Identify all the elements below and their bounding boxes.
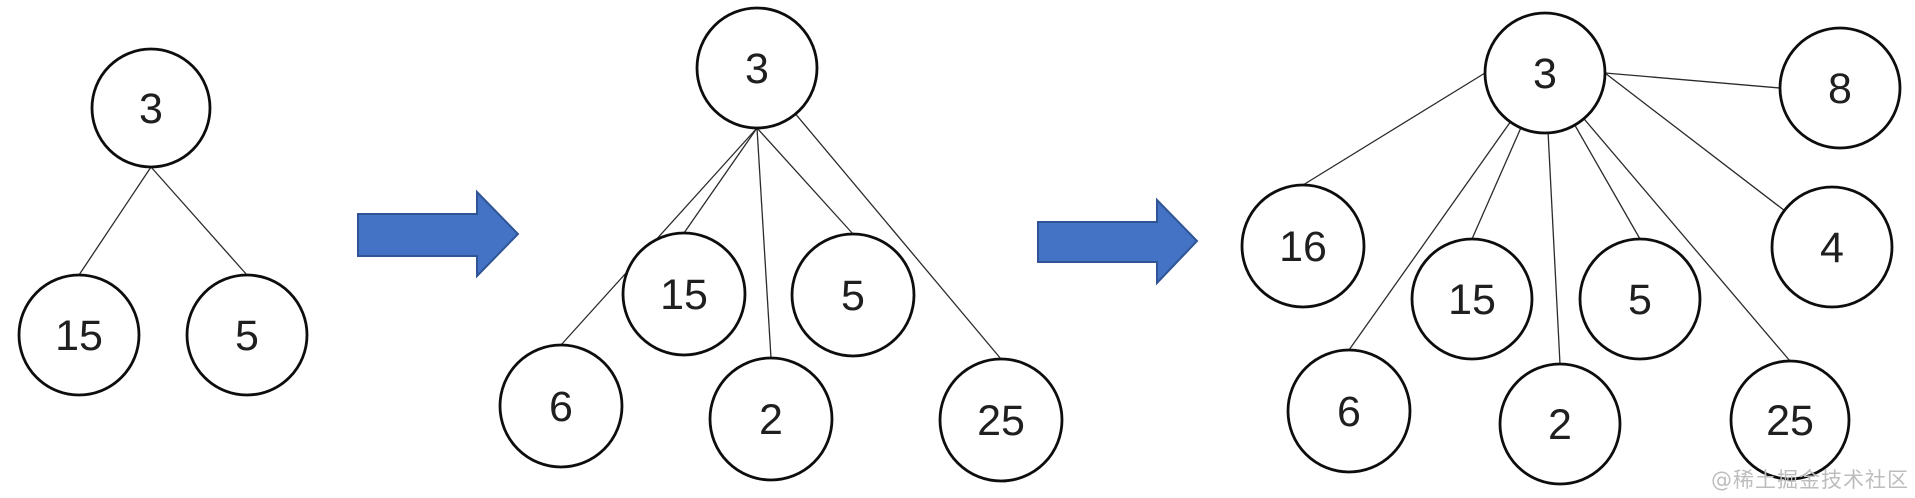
tree-edge-n3-n6 bbox=[560, 127, 758, 346]
tree-edge-n3-n25 bbox=[1544, 72, 1791, 362]
tree-node-circle-n4 bbox=[1770, 185, 1894, 309]
tree-node-circle-n16 bbox=[1240, 183, 1366, 309]
tree-node-label-n3: 3 bbox=[139, 85, 163, 133]
tree-node-circle-n5 bbox=[790, 232, 916, 358]
tree-node-circle-n3 bbox=[90, 47, 212, 169]
tree-edge-n3-n2 bbox=[756, 127, 772, 359]
tree-node-circle-n25 bbox=[1729, 359, 1851, 481]
tree-node-circle-n2 bbox=[1498, 362, 1622, 486]
tree-step-1: 3 15 5 bbox=[17, 47, 309, 397]
tree-node-label-n2: 2 bbox=[1548, 401, 1572, 449]
tree-edge-n3-n15 bbox=[78, 166, 152, 276]
merge-arrow-2-icon bbox=[1037, 197, 1199, 286]
tree-node-label-n16: 16 bbox=[1279, 223, 1327, 271]
tree-node-label-n5: 5 bbox=[1628, 276, 1652, 324]
tree-node-circle-n2 bbox=[708, 356, 834, 482]
tree-node-label-n3: 3 bbox=[1533, 50, 1557, 98]
tree-edge-n3-n16 bbox=[1302, 72, 1486, 186]
tree-node-label-n15: 15 bbox=[660, 271, 708, 319]
tree-node-label-n6: 6 bbox=[549, 383, 573, 431]
tree-node-circle-n3 bbox=[695, 6, 819, 130]
tree-node-label-n25: 25 bbox=[1766, 397, 1814, 445]
tree-edge-n3-n5 bbox=[150, 166, 248, 276]
tree-node-circle-n6 bbox=[1286, 348, 1412, 474]
tree-node-label-n8: 8 bbox=[1828, 65, 1852, 113]
tree-node-circle-n5 bbox=[185, 273, 309, 397]
tree-node-label-n15: 15 bbox=[1448, 276, 1496, 324]
tree-node-label-n6: 6 bbox=[1337, 388, 1361, 436]
tree-node-label-n25: 25 bbox=[977, 397, 1025, 445]
tree-edge-n3-n8 bbox=[1604, 72, 1781, 89]
tree-node-circle-n6 bbox=[498, 343, 624, 469]
tree-edge-n3-n5 bbox=[756, 127, 854, 235]
tree-node-label-n3: 3 bbox=[745, 45, 769, 93]
tree-node-circle-n15 bbox=[17, 273, 141, 397]
tree-node-label-n4: 4 bbox=[1820, 224, 1844, 272]
tree-node-circle-n15 bbox=[1410, 237, 1534, 361]
tree-node-circle-n25 bbox=[938, 357, 1064, 483]
tree-edge-n3-n25 bbox=[756, 67, 1002, 360]
tree-node-label-n15: 15 bbox=[55, 312, 103, 360]
tree-node-circle-n8 bbox=[1778, 26, 1902, 150]
watermark-text: @稀土掘金技术社区 bbox=[1711, 468, 1909, 492]
tree-node-circle-n3 bbox=[1483, 11, 1607, 135]
tree-node-circle-n15 bbox=[621, 231, 747, 357]
tree-node-label-n5: 5 bbox=[841, 272, 865, 320]
tree-node-circle-n5 bbox=[1578, 237, 1702, 361]
tree-step-3: 3 16 8 4 15 5 6 2 25 bbox=[1240, 11, 1902, 486]
tree-edge-n3-n15 bbox=[683, 127, 758, 234]
tree-node-label-n2: 2 bbox=[759, 396, 783, 444]
merge-arrow-1-icon bbox=[357, 189, 520, 279]
tree-node-label-n5: 5 bbox=[235, 312, 259, 360]
